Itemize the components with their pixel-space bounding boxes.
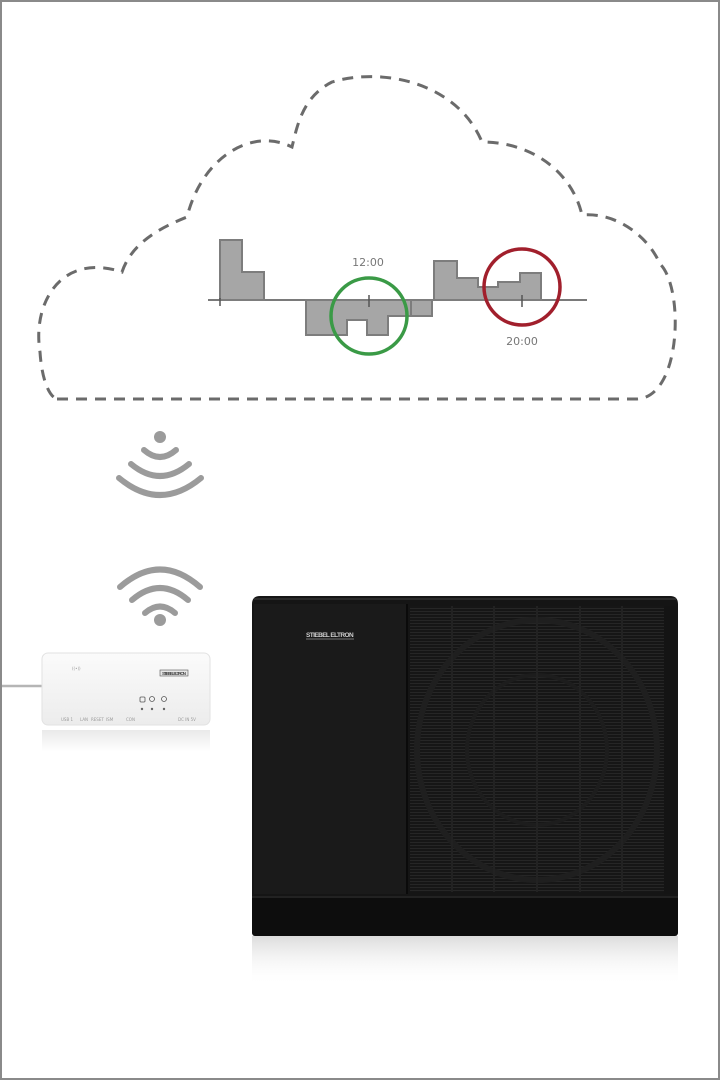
positive-bars-right (433, 260, 542, 301)
good-time-circle (329, 276, 409, 356)
wifi-down-icon (116, 431, 204, 498)
port-label-reset: RESET (91, 717, 104, 722)
time-label-evening: 20:00 (506, 335, 538, 348)
gateway-leds (139, 696, 167, 711)
port-label-con: CON (126, 717, 135, 722)
gateway-brand: STIEBEL ELTRON (162, 671, 186, 676)
internet-service-gateway: ((•)) STIEBEL ELTRON USB 1 LAN RESET ISM… (41, 652, 211, 752)
wifi-up-icon (117, 566, 203, 626)
cloud-outline (37, 75, 677, 401)
gateway-symbol: ((•)) (72, 666, 81, 671)
port-label-usb: USB 1 (61, 717, 73, 722)
time-label-noon: 12:00 (352, 256, 384, 269)
port-label-lan: LAN (80, 717, 88, 722)
port-label-ism: ISM (106, 717, 114, 722)
bad-time-circle (482, 247, 562, 327)
port-label-dc: DC IN 5V (178, 717, 196, 722)
heat-pump-unit: STIEBEL ELTRON (252, 596, 678, 986)
positive-bars-left (219, 239, 265, 301)
negative-bars (305, 299, 412, 336)
heat-pump-brand: STIEBEL ELTRON (306, 632, 354, 639)
negative-bars-small (410, 299, 433, 317)
